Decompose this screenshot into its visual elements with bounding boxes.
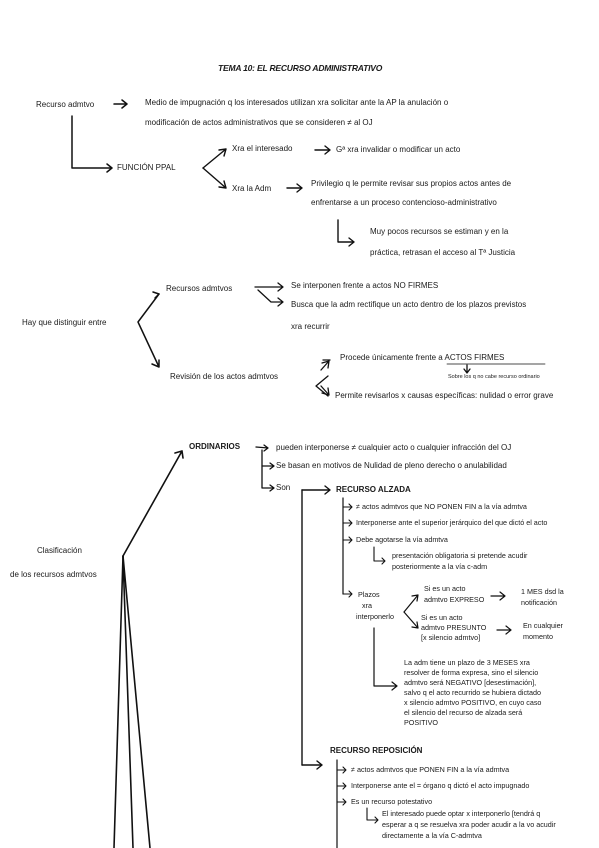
plazos-line-2: xra <box>362 601 372 610</box>
recursos-admtvos-label: Recursos admtvos <box>166 284 233 293</box>
reposicion-item-1: ≠ actos admtvos que PONEN FIN a la vía a… <box>351 765 510 774</box>
reposicion-item-3: Es un recurso potestativo <box>351 797 433 806</box>
plazos-line-3: interponerlo <box>356 612 394 621</box>
procede-prefix: Procede únicamente frente a <box>340 353 443 362</box>
funcion-ppal-label: FUNCIÓN PPAL <box>117 163 176 172</box>
clasificacion-line-2: de los recursos admtvos <box>10 570 97 579</box>
alzada-item-2: Interponerse ante el superior jerárquico… <box>356 518 548 527</box>
presunto-line-2: admtvo PRESUNTO <box>421 623 487 632</box>
recurso-admtvo-label: Recurso admtvo <box>36 100 95 109</box>
xra-adm-label: Xra la Adm <box>232 184 272 193</box>
ordinarios-heading: ORDINARIOS <box>189 442 241 451</box>
reposicion-note-line-2: esperar a q se resuelva xra poder acudir… <box>382 820 556 829</box>
cualquier-momento-line-2: momento <box>523 632 553 641</box>
no-firmes-text: Se interponen frente a actos NO FIRMES <box>291 281 439 290</box>
ordinarios-item-1: pueden interponerse ≠ cualquier acto o c… <box>276 443 512 452</box>
un-mes-line-2: notificación <box>521 598 557 607</box>
recurso-reposicion-heading: RECURSO REPOSICIÓN <box>330 746 423 755</box>
silencio-line-4: salvo q el acto recurrido se hubiera dic… <box>404 688 542 697</box>
actos-firmes-term: ACTOS FIRMES <box>444 353 505 362</box>
silencio-line-3: admtvo será NEGATIVO [desestimación], <box>404 678 537 687</box>
busca-line-1: Busca que la adm rectifique un acto dent… <box>291 300 527 309</box>
page-title: TEMA 10: EL RECURSO ADMINISTRATIVO <box>218 63 383 73</box>
expreso-line-1: Si es un acto <box>424 584 466 593</box>
alzada-note-line-2: posteriormente a la vía c-adm <box>392 562 488 571</box>
procede-text: Procede únicamente frente a ACTOS FIRMES <box>340 353 504 362</box>
silencio-line-5: x silencio admtvo POSITIVO, en cuyo caso <box>404 698 542 707</box>
silencio-line-6: el silencio del recurso de alzada será <box>404 708 523 717</box>
busca-line-2: xra recurrir <box>291 322 330 331</box>
ordinarios-item-2: Se basan en motivos de Nulidad de pleno … <box>276 461 507 470</box>
silencio-line-2: resolver de forma expresa, sino el silen… <box>404 668 539 677</box>
presunto-line-1: Si es un acto <box>421 613 463 622</box>
recurso-alzada-heading: RECURSO ALZADA <box>336 485 411 494</box>
son-label: Son <box>276 483 291 492</box>
cualquier-momento-line-1: En cualquier <box>523 621 563 630</box>
reposicion-item-2: Interponerse ante el = órgano q dictó el… <box>351 781 530 790</box>
silencio-line-7: POSITIVO <box>404 718 438 727</box>
expreso-line-2: admtvo EXPRESO <box>424 595 485 604</box>
sobre-los-note: Sobre los q no cabe recurso ordinario <box>448 374 540 380</box>
privilegio-line-2: enfrentarse a un proceso contencioso-adm… <box>311 198 497 207</box>
un-mes-line-1: 1 MES dsd la <box>521 587 564 596</box>
garantia-text: Gª xra invalidar o modificar un acto <box>336 145 461 154</box>
presunto-line-3: [x silencio admtvo] <box>421 633 481 642</box>
xra-interesado-label: Xra el interesado <box>232 144 293 153</box>
plazos-line-1: Plazos <box>358 590 380 599</box>
definition-line-2: modificación de actos administrativos qu… <box>145 118 373 127</box>
privilegio-line-1: Privilegio q le permite revisar sus prop… <box>311 179 512 188</box>
alzada-item-1: ≠ actos admtvos que NO PONEN FIN a la ví… <box>356 502 527 511</box>
revision-label: Revisión de los actos admtvos <box>170 372 279 381</box>
reposicion-note-line-1: El interesado puede optar x interponerlo… <box>382 809 541 818</box>
pocos-recursos-line-1: Muy pocos recursos se estiman y en la <box>370 227 509 236</box>
hay-que-distinguir-label: Hay que distinguir entre <box>22 318 107 327</box>
definition-line-1: Medio de impugnación q los interesados u… <box>145 98 449 107</box>
clasificacion-line-1: Clasificación <box>37 546 82 555</box>
silencio-line-1: La adm tiene un plazo de 3 MESES xra <box>404 658 530 667</box>
reposicion-note-line-3: directamente a la vía C-admtva <box>382 831 482 840</box>
permite-text: Permite revisarlos x causas específicas:… <box>335 391 554 400</box>
alzada-item-3: Debe agotarse la vía admtva <box>356 535 448 544</box>
pocos-recursos-line-2: práctica, retrasan el acceso al Tª Justi… <box>370 248 516 257</box>
alzada-note-line-1: presentación obligatoria si pretende acu… <box>392 551 528 560</box>
